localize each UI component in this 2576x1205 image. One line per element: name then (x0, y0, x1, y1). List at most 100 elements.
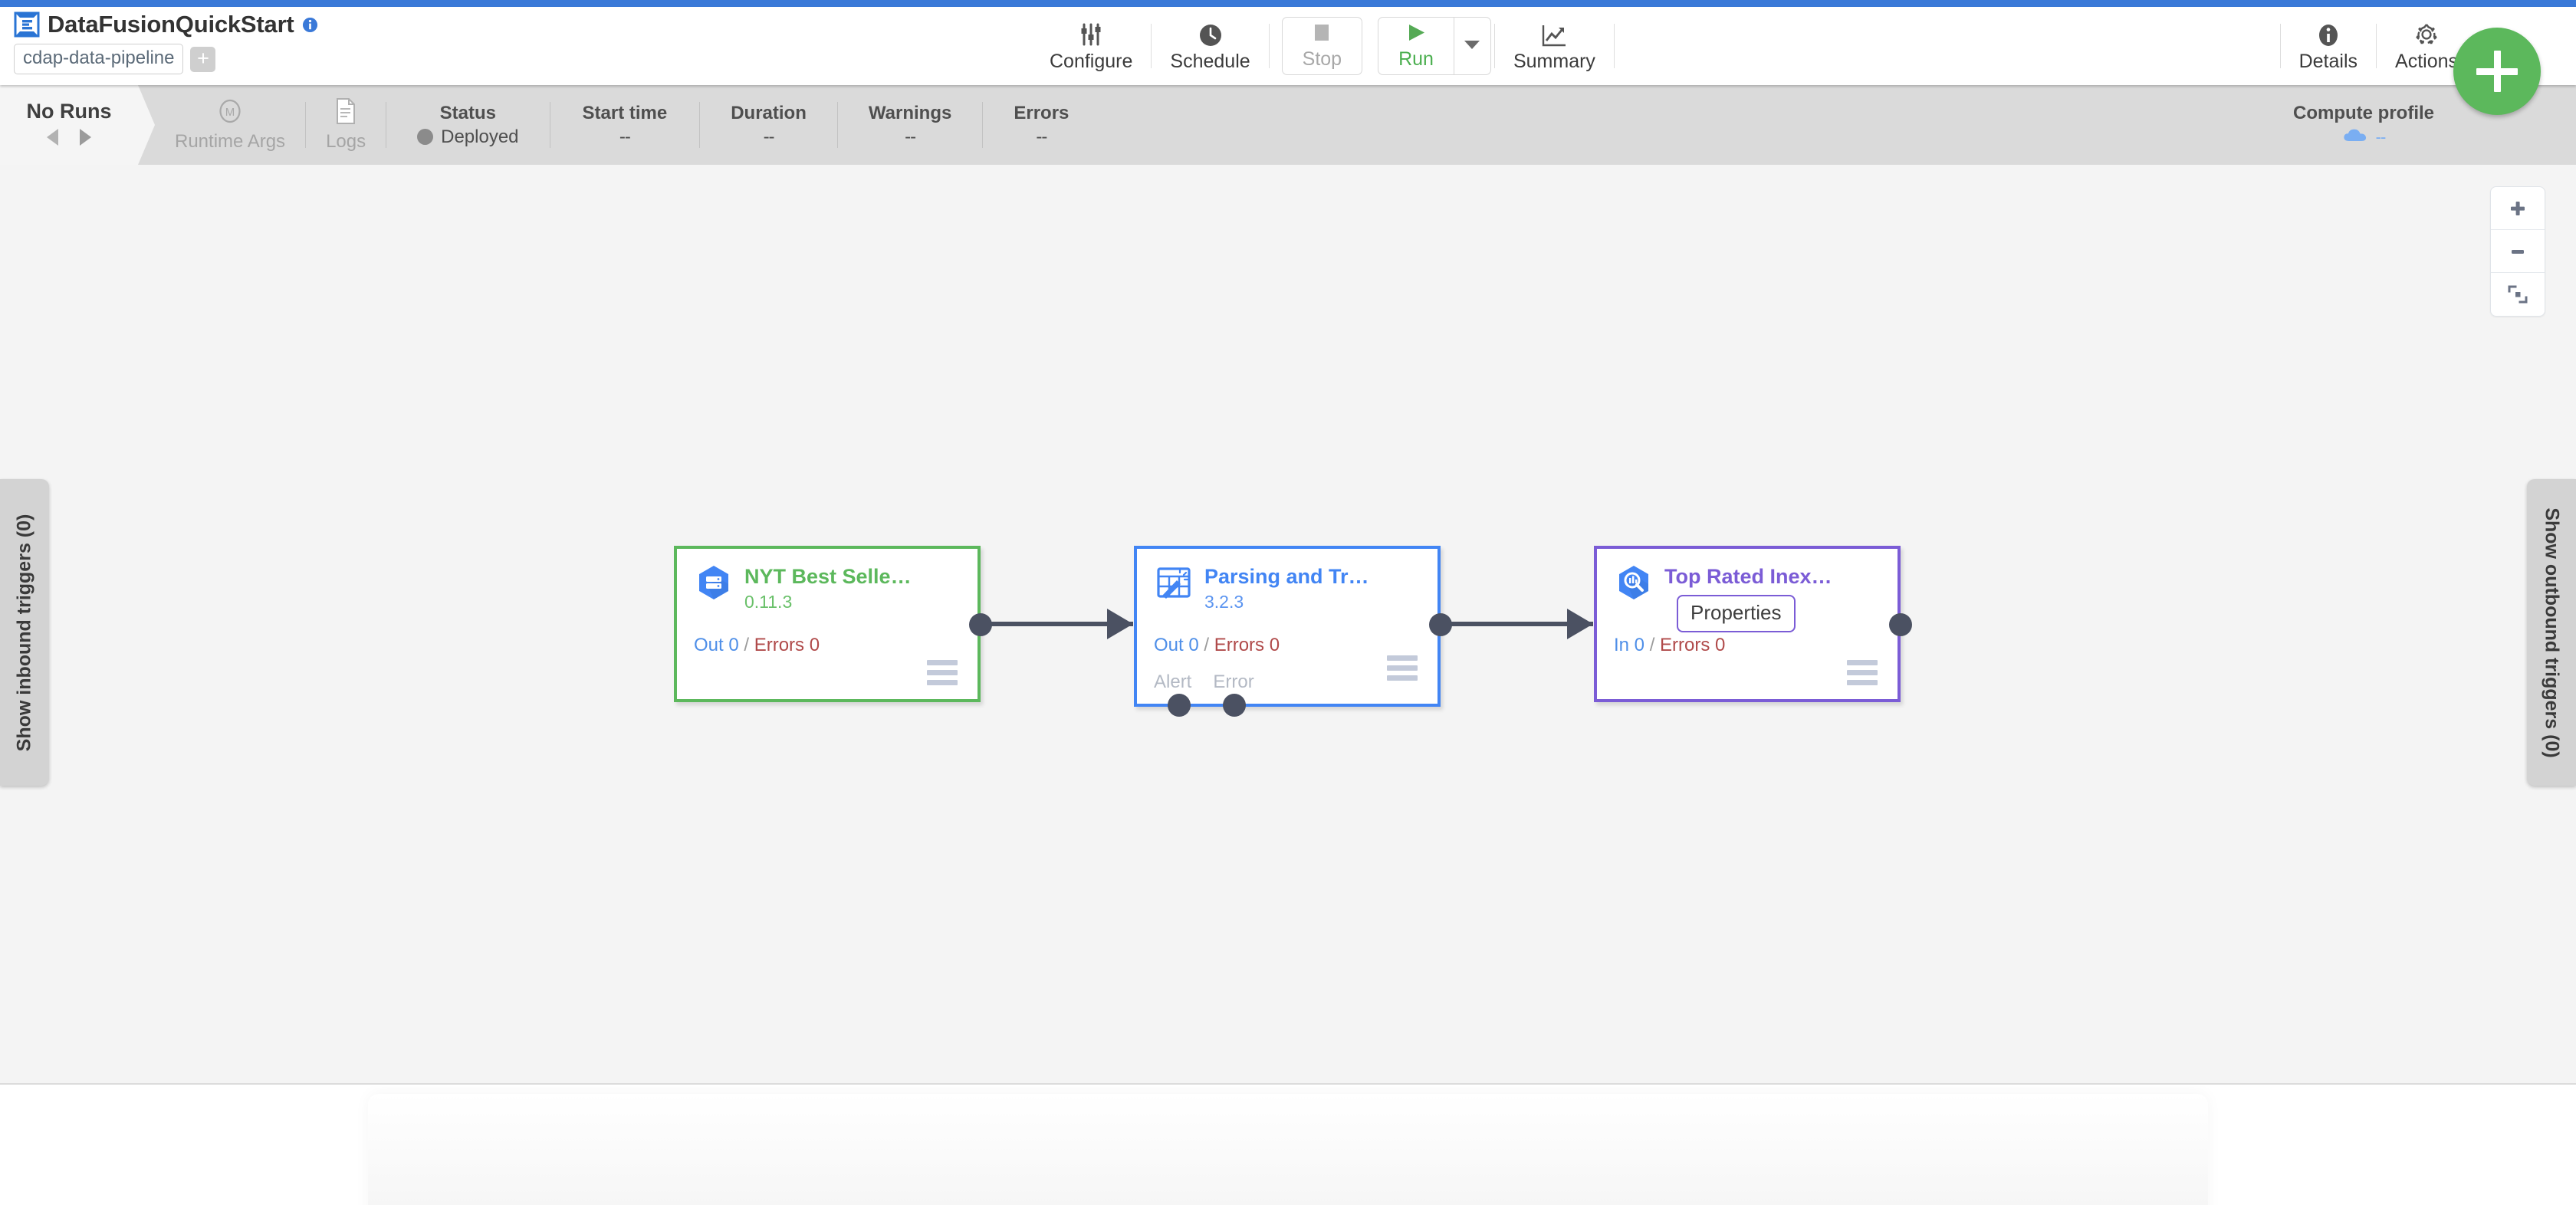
configure-button[interactable]: Configure (1031, 7, 1151, 85)
add-tag-button[interactable]: + (190, 46, 216, 72)
add-plugin-fab[interactable] (2453, 28, 2541, 115)
node-output-port[interactable] (969, 613, 992, 636)
run-dropdown-button[interactable] (1453, 18, 1490, 74)
caret-down-icon (1464, 39, 1480, 54)
clock-icon (1198, 19, 1224, 48)
bottom-region (0, 1086, 2576, 1205)
wrangler-icon (1154, 563, 1194, 602)
pipeline-node-sink[interactable]: Top Rated Inex… Properties In 0 / Errors… (1594, 546, 1912, 702)
previous-run-button[interactable] (44, 126, 61, 152)
alert-port-label: Alert (1154, 671, 1192, 692)
run-status-bar: No Runs M Runtime Args (0, 85, 2576, 165)
svg-text:M: M (225, 106, 235, 119)
node-alert-port[interactable] (1168, 694, 1191, 717)
zoom-out-button[interactable] (2491, 230, 2545, 273)
actions-label: Actions (2395, 51, 2458, 72)
node-output-port[interactable] (1429, 613, 1452, 636)
duration-value: -- (763, 126, 775, 147)
node-error-port[interactable] (1223, 694, 1246, 717)
inbound-triggers-label: Show inbound triggers (0) (13, 514, 35, 751)
actions-button[interactable]: Actions (2377, 7, 2476, 85)
run-bar-metrics: M Runtime Args (155, 85, 1099, 165)
zoom-in-button[interactable] (2491, 187, 2545, 230)
run-button[interactable]: Run (1378, 18, 1454, 74)
connection-line[interactable] (1440, 622, 1593, 626)
duration-metric: Duration -- (700, 85, 837, 165)
toolbar-divider (1151, 24, 1152, 68)
logs-button[interactable]: Logs (306, 85, 386, 165)
start-time-header: Start time (582, 102, 668, 123)
details-button[interactable]: Details (2281, 7, 2376, 85)
node-output-port[interactable] (1889, 613, 1912, 636)
schedule-button[interactable]: Schedule (1152, 7, 1268, 85)
fit-screen-button[interactable] (2491, 273, 2545, 316)
cloud-icon (2342, 126, 2368, 147)
start-time-value: -- (619, 126, 631, 147)
compute-profile-header: Compute profile (2293, 103, 2434, 123)
compute-profile-metric[interactable]: Compute profile -- (2293, 85, 2434, 165)
error-port-label: Error (1213, 671, 1254, 692)
node-metrics: Out 0 / Errors 0 (1154, 635, 1280, 656)
details-label: Details (2298, 51, 2358, 72)
run-button-group: Run (1378, 17, 1491, 75)
node-version: 0.11.3 (744, 592, 793, 612)
node-menu-button[interactable] (927, 660, 958, 685)
node-menu-button[interactable] (1847, 660, 1878, 685)
duration-header: Duration (731, 102, 807, 123)
node-name: NYT Best Selle… (744, 565, 912, 588)
errors-metric: Errors -- (983, 85, 1099, 165)
stop-button[interactable]: Stop (1281, 17, 1363, 75)
node-metric-sep: / (744, 635, 750, 655)
connection-arrow-icon (1567, 609, 1593, 639)
summary-button[interactable]: Summary (1495, 7, 1614, 85)
info-circle-icon (2315, 19, 2341, 48)
status-header: Status (439, 102, 496, 123)
configure-label: Configure (1050, 51, 1133, 72)
page-title: DataFusionQuickStart (48, 11, 294, 38)
node-metric-sep: / (1649, 635, 1655, 655)
outbound-triggers-panel[interactable]: Show outbound triggers (0) (2527, 479, 2576, 786)
bigquery-sink-icon (1614, 563, 1654, 602)
info-icon[interactable] (302, 17, 318, 33)
schedule-label: Schedule (1170, 51, 1250, 72)
node-name: Parsing and Tr… (1204, 565, 1369, 588)
gear-icon (2413, 19, 2440, 48)
zoom-controls (2490, 186, 2545, 317)
runtime-args-label: Runtime Args (175, 131, 286, 152)
node-port-labels: Alert Error (1154, 671, 1254, 693)
toolbar-divider (2376, 24, 2377, 68)
pipeline-canvas[interactable]: Show inbound triggers (0) Show outbound … (0, 165, 2576, 1085)
artifact-type-chip[interactable]: cdap-data-pipeline (14, 44, 184, 74)
run-label: Run (1398, 48, 1434, 70)
runs-tab[interactable]: No Runs (0, 85, 138, 165)
warnings-metric: Warnings -- (838, 85, 982, 165)
connection-line[interactable] (980, 622, 1133, 626)
pipeline-node-transform[interactable]: Parsing and Tr… 3.2.3 Out 0 / Errors 0 A… (1134, 546, 1452, 717)
run-bar-divider (836, 102, 838, 148)
runtime-args-button[interactable]: M Runtime Args (155, 85, 305, 165)
inbound-triggers-panel[interactable]: Show inbound triggers (0) (0, 479, 49, 786)
macro-m-icon: M (216, 97, 244, 129)
node-menu-button[interactable] (1387, 655, 1418, 681)
warnings-header: Warnings (868, 102, 952, 123)
header-right-toolbar: Details Actions (2279, 7, 2476, 85)
node-out-metric: Out 0 (1154, 635, 1199, 655)
status-badge (417, 129, 434, 145)
status-value: Deployed (441, 126, 519, 147)
next-run-button[interactable] (77, 126, 94, 152)
compute-profile-value: -- (2375, 126, 2387, 146)
logs-label: Logs (326, 131, 366, 152)
play-triangle-icon (1405, 22, 1428, 48)
cdap-logo-icon (14, 11, 40, 38)
outbound-triggers-label: Show outbound triggers (0) (2541, 507, 2563, 758)
properties-tooltip[interactable]: Properties (1677, 595, 1796, 632)
pipeline-node-source[interactable]: NYT Best Selle… 0.11.3 Out 0 / Errors 0 (674, 546, 992, 702)
runs-count-label: No Runs (26, 99, 112, 123)
node-in-metric: In 0 (1614, 635, 1645, 655)
document-icon (334, 97, 358, 129)
errors-value: -- (1036, 126, 1047, 147)
toolbar-divider (1613, 24, 1615, 68)
connection-arrow-icon (1107, 609, 1133, 639)
toolbar-divider (2279, 24, 2281, 68)
warnings-value: -- (905, 126, 916, 147)
